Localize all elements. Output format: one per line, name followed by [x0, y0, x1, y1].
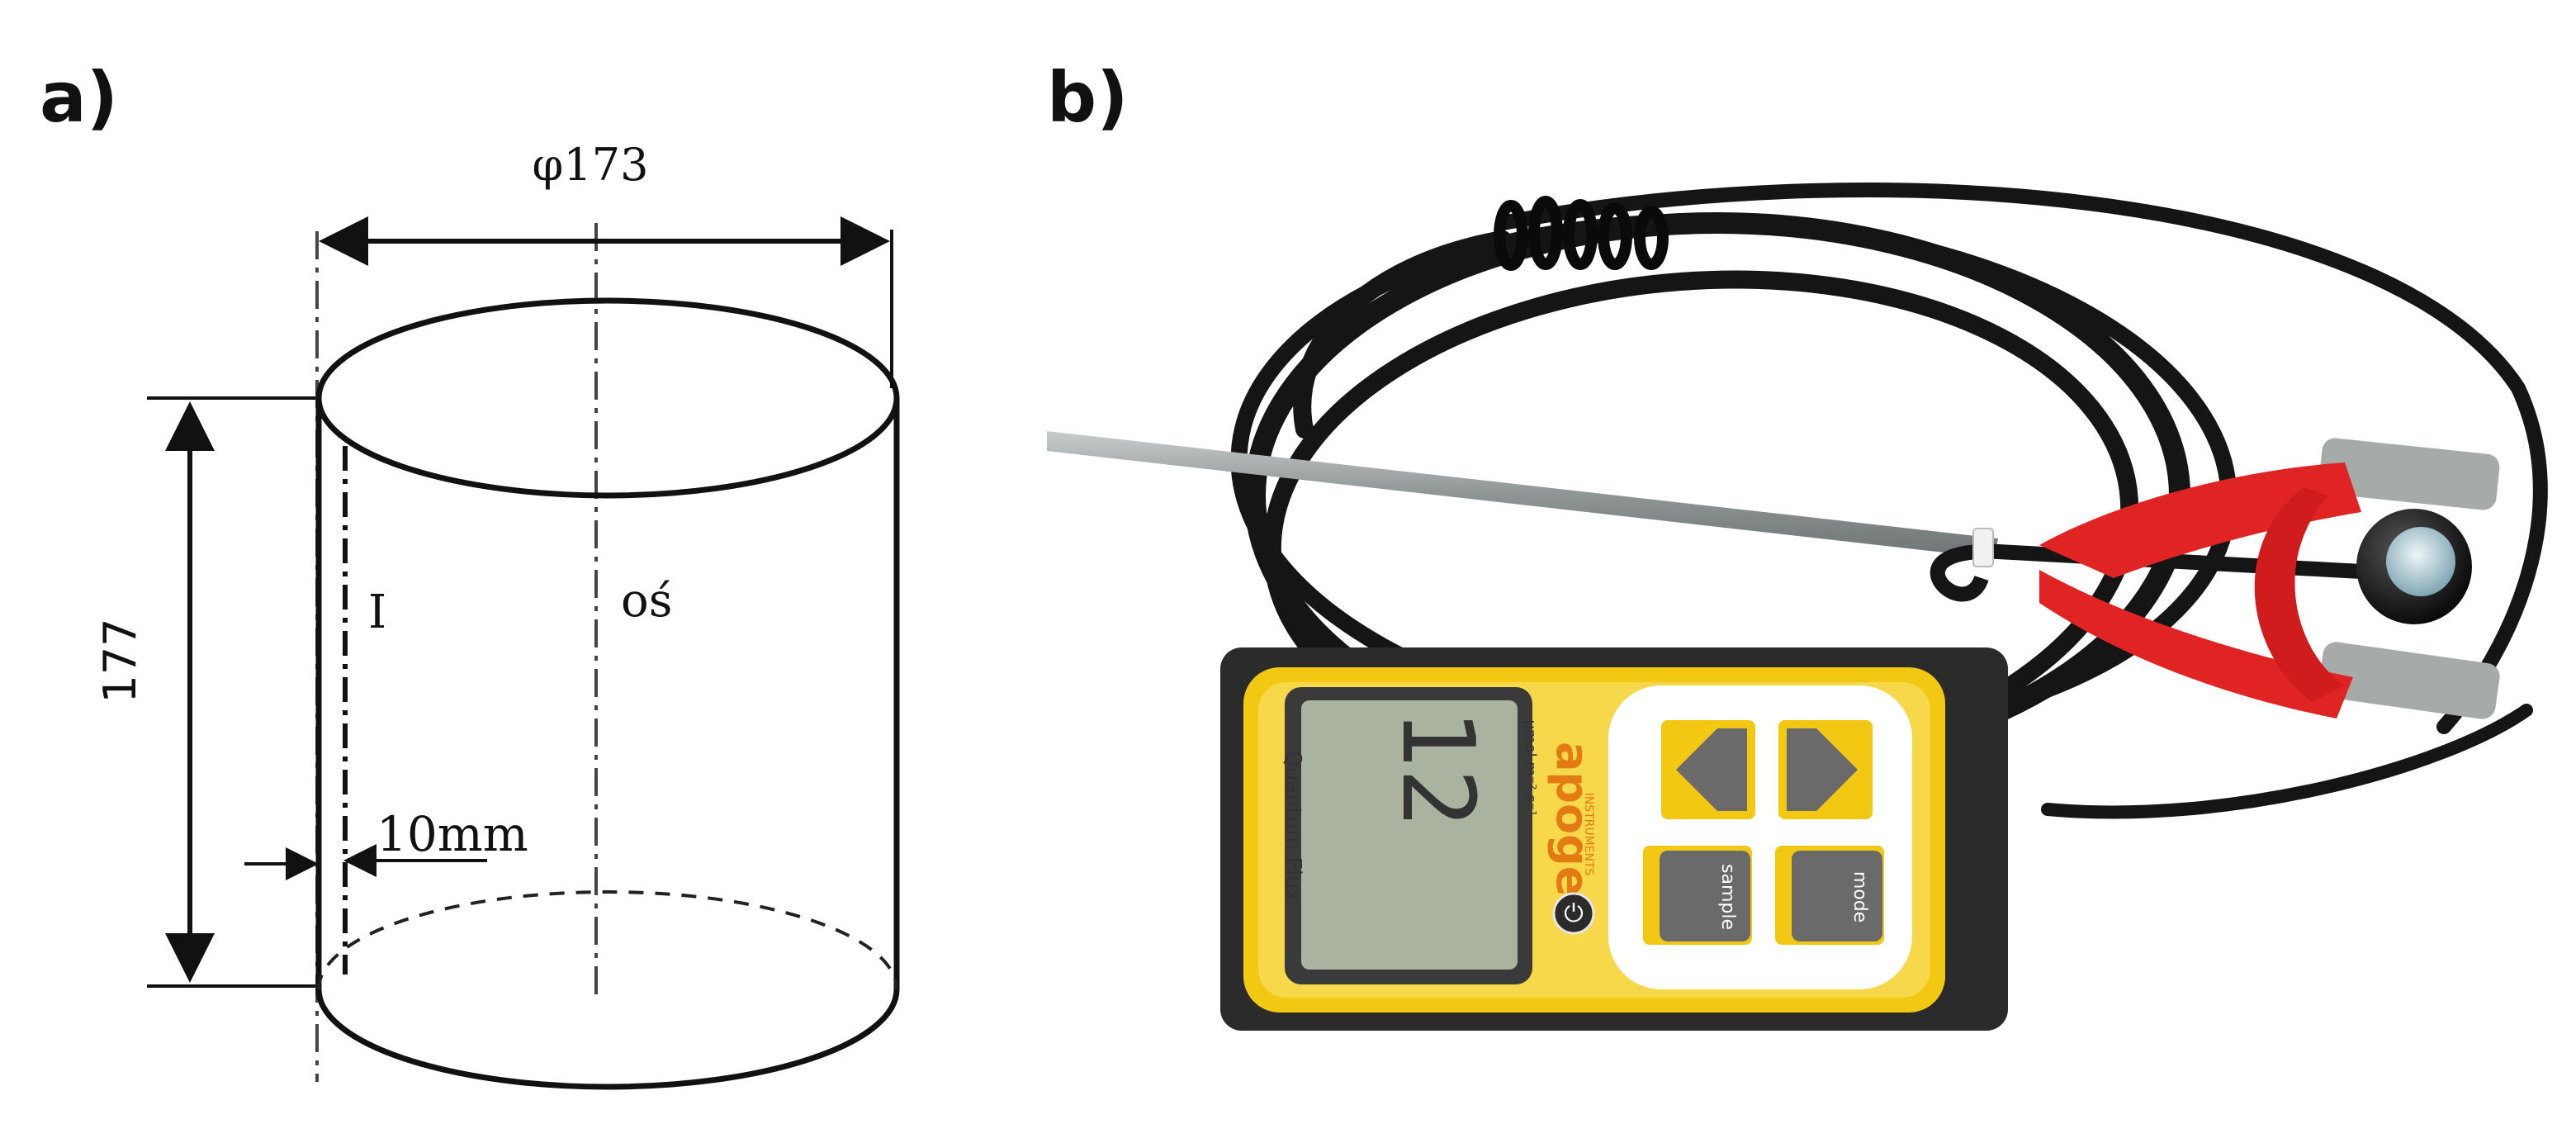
rod-clip — [1972, 528, 1994, 567]
power-icon: ⏻ — [1564, 899, 1584, 928]
lcd-unit: μmol m⁻² s⁻¹ — [1522, 720, 1539, 817]
cylinder-top — [315, 297, 900, 499]
apogee-meter: Quantum Flux μmol m⁻² s⁻¹ 12 apogee INST… — [1220, 647, 2008, 1031]
sensor-cable — [1930, 543, 2362, 602]
lcd-title: Quantum Flux — [1281, 750, 1305, 902]
left-arrow-button[interactable] — [1676, 728, 1747, 811]
metal-rod — [1047, 431, 1998, 558]
sensor-lens — [2386, 527, 2455, 596]
diameter-label: φ173 — [533, 139, 649, 191]
cable-tie — [1494, 196, 1669, 271]
sensor-holder — [2039, 438, 2500, 719]
right-arrow-button[interactable] — [1787, 728, 1858, 811]
panel-a-label: a) — [40, 57, 119, 138]
sensor-photo: Quantum Flux μmol m⁻² s⁻¹ 12 apogee INST… — [1047, 183, 2548, 1031]
height-label: 177 — [94, 618, 146, 703]
power-button[interactable] — [1552, 892, 1595, 935]
line-i-label: I — [368, 586, 386, 639]
mode-button-label: mode — [1849, 871, 1870, 922]
sample-button-label: sample — [1717, 864, 1738, 930]
lcd-screen — [1301, 700, 1518, 970]
panel-b-label: b) — [1047, 57, 1129, 138]
mode-button[interactable] — [1792, 851, 1882, 941]
cable-coil — [1230, 183, 2548, 819]
axis-label: oś — [621, 574, 672, 628]
lcd-reading: 12 — [1380, 709, 1494, 828]
cylinder-bottom-front — [315, 989, 900, 1090]
cylinder-diagram: φ173 I oś 177 10mm — [94, 139, 900, 1090]
offset-label: 10mm — [376, 806, 528, 862]
cylinder-bottom-back — [317, 890, 898, 990]
meter-brand-sub: INSTRUMENTS — [1582, 793, 1595, 876]
sample-button[interactable] — [1660, 851, 1750, 941]
